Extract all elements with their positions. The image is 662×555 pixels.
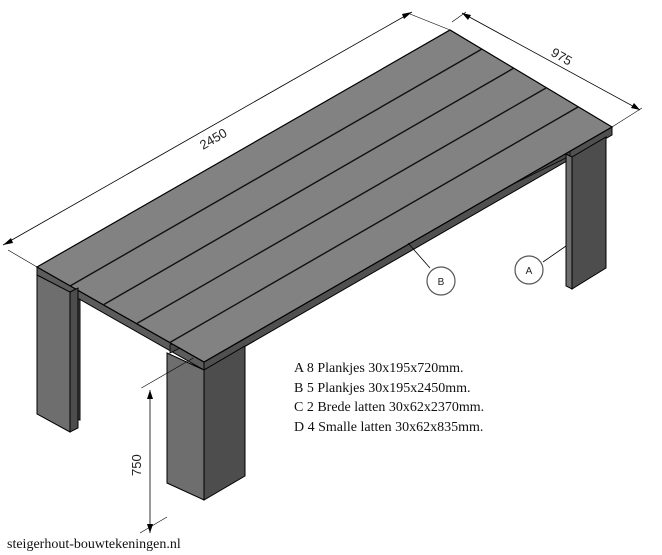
tabletop [35, 29, 614, 363]
callout-b: B [407, 242, 456, 296]
dimension-height-label: 750 [129, 454, 144, 476]
leg-left-front [36, 274, 79, 433]
website-footer: steigerhout-bouwtekeningen.nl [7, 537, 181, 552]
parts-list-item: C 2 Brede latten 30x62x2370mm. [294, 400, 485, 415]
plank-seam [168, 106, 579, 344]
parts-list-item: A 8 Plankjes 30x195x720mm. [294, 361, 464, 376]
dimension-length-label: 2450 [197, 125, 230, 152]
leg-right-back [565, 136, 607, 290]
parts-list-item: B 5 Plankjes 30x195x2450mm. [294, 380, 471, 396]
callout-a-label: A [526, 266, 533, 277]
plank-seam [102, 67, 515, 306]
leg-right-front [166, 345, 246, 501]
callout-a: A [514, 245, 567, 285]
plank-seam [69, 48, 483, 287]
parts-list-item: D 4 Smalle latten 30x62x835mm. [294, 419, 484, 435]
dimension-width-label: 975 [549, 45, 575, 69]
callout-b-label: B [438, 277, 445, 288]
plank-seam [135, 87, 547, 325]
parts-list: A 8 Plankjes 30x195x720mm. B 5 Plankjes … [294, 359, 484, 437]
dimension-height: 750 [129, 357, 194, 534]
